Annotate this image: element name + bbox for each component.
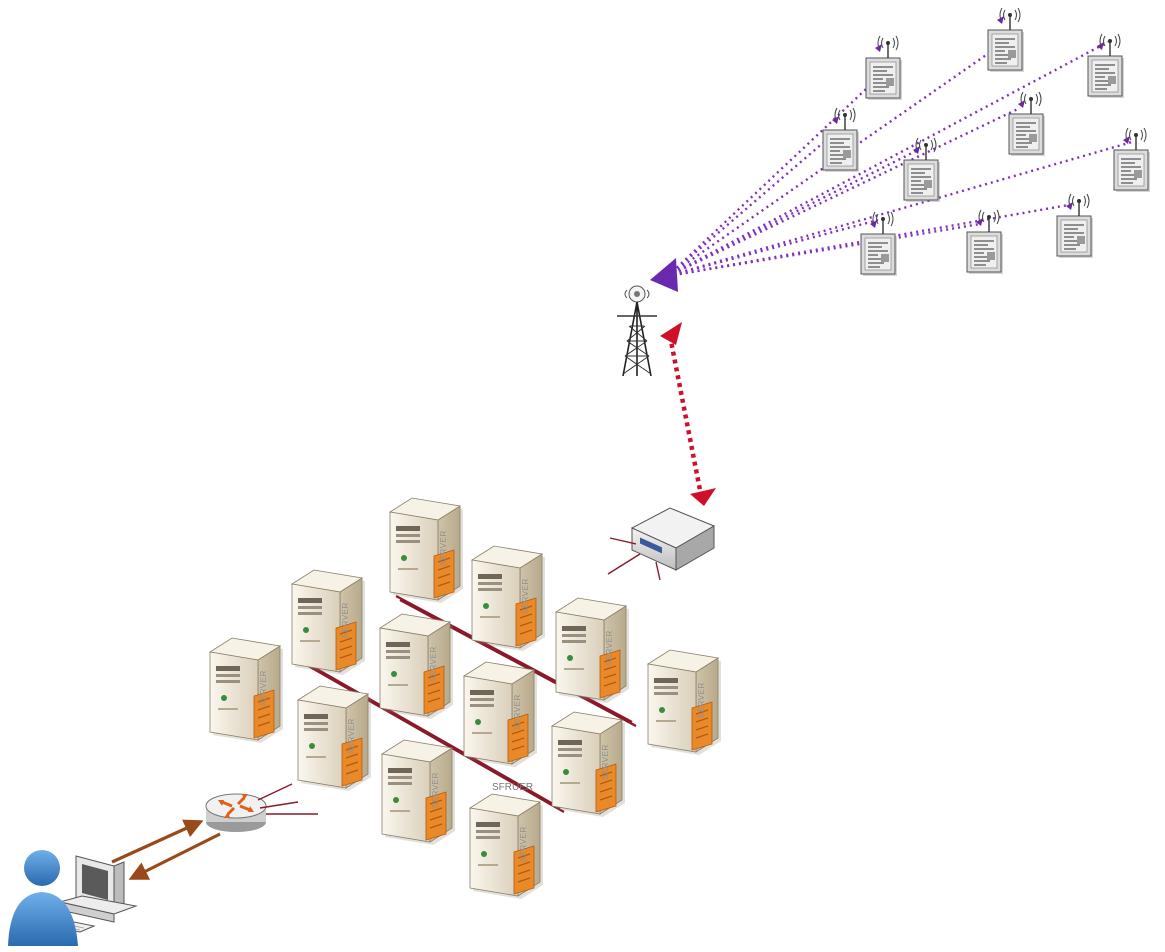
svg-text:SERVER: SERVER — [521, 578, 530, 614]
ethernet-bus — [293, 594, 637, 814]
router-icon — [205, 783, 318, 832]
user-links — [111, 819, 221, 880]
server-icon: SERVER — [297, 685, 372, 792]
server-icon: SERVER — [555, 597, 630, 704]
server-icon: SERVER — [647, 649, 722, 756]
svg-text:SERVER: SERVER — [513, 694, 522, 730]
server-icon: SERVER — [551, 711, 626, 818]
server-icon: SERVER — [381, 739, 456, 846]
svg-text:SERVER: SERVER — [519, 826, 528, 862]
wireless-links — [667, 40, 1133, 278]
wireless-sensor-icon — [987, 7, 1025, 73]
server-icon: SERVER — [209, 637, 284, 744]
gateway-icon — [607, 507, 716, 581]
server-icon: SERVER — [379, 613, 454, 720]
svg-text:SERVER: SERVER — [431, 772, 440, 808]
server-icon: SERVER — [463, 661, 538, 768]
svg-text:SERVER: SERVER — [697, 682, 706, 718]
wireless-sensor-icon — [822, 107, 860, 173]
svg-text:SERVER: SERVER — [439, 530, 448, 566]
svg-text:SERVER: SERVER — [347, 718, 356, 754]
svg-text:SERVER: SERVER — [605, 630, 614, 666]
wireless-sensor-icon — [1008, 91, 1046, 157]
wireless-sensors — [822, 7, 1151, 277]
radio-tower-icon — [617, 285, 657, 377]
svg-text:SERVER: SERVER — [341, 602, 350, 638]
servers: SERVER SERVER SERVER SERVER SERVER SERVE… — [209, 497, 722, 900]
server-icon: SERVER — [471, 545, 546, 652]
wireless-sensor-icon — [860, 211, 898, 277]
server-icon: SERVER — [469, 793, 544, 900]
backhaul-link — [660, 322, 716, 506]
svg-text:SERVER: SERVER — [601, 744, 610, 780]
wireless-arrowhead — [650, 258, 678, 292]
floating-server-label: SFRUER — [492, 782, 533, 793]
server-icon: SERVER — [389, 497, 464, 604]
server-icon: SERVER — [291, 569, 366, 676]
wireless-sensor-icon — [966, 209, 1004, 275]
svg-text:SERVER: SERVER — [259, 670, 268, 706]
wireless-sensor-icon — [865, 35, 903, 101]
user-icon — [8, 850, 78, 946]
svg-text:SERVER: SERVER — [429, 646, 438, 682]
wireless-sensor-icon — [1087, 33, 1125, 99]
wireless-sensor-icon — [1113, 127, 1151, 193]
wireless-sensor-icon — [1056, 193, 1094, 259]
